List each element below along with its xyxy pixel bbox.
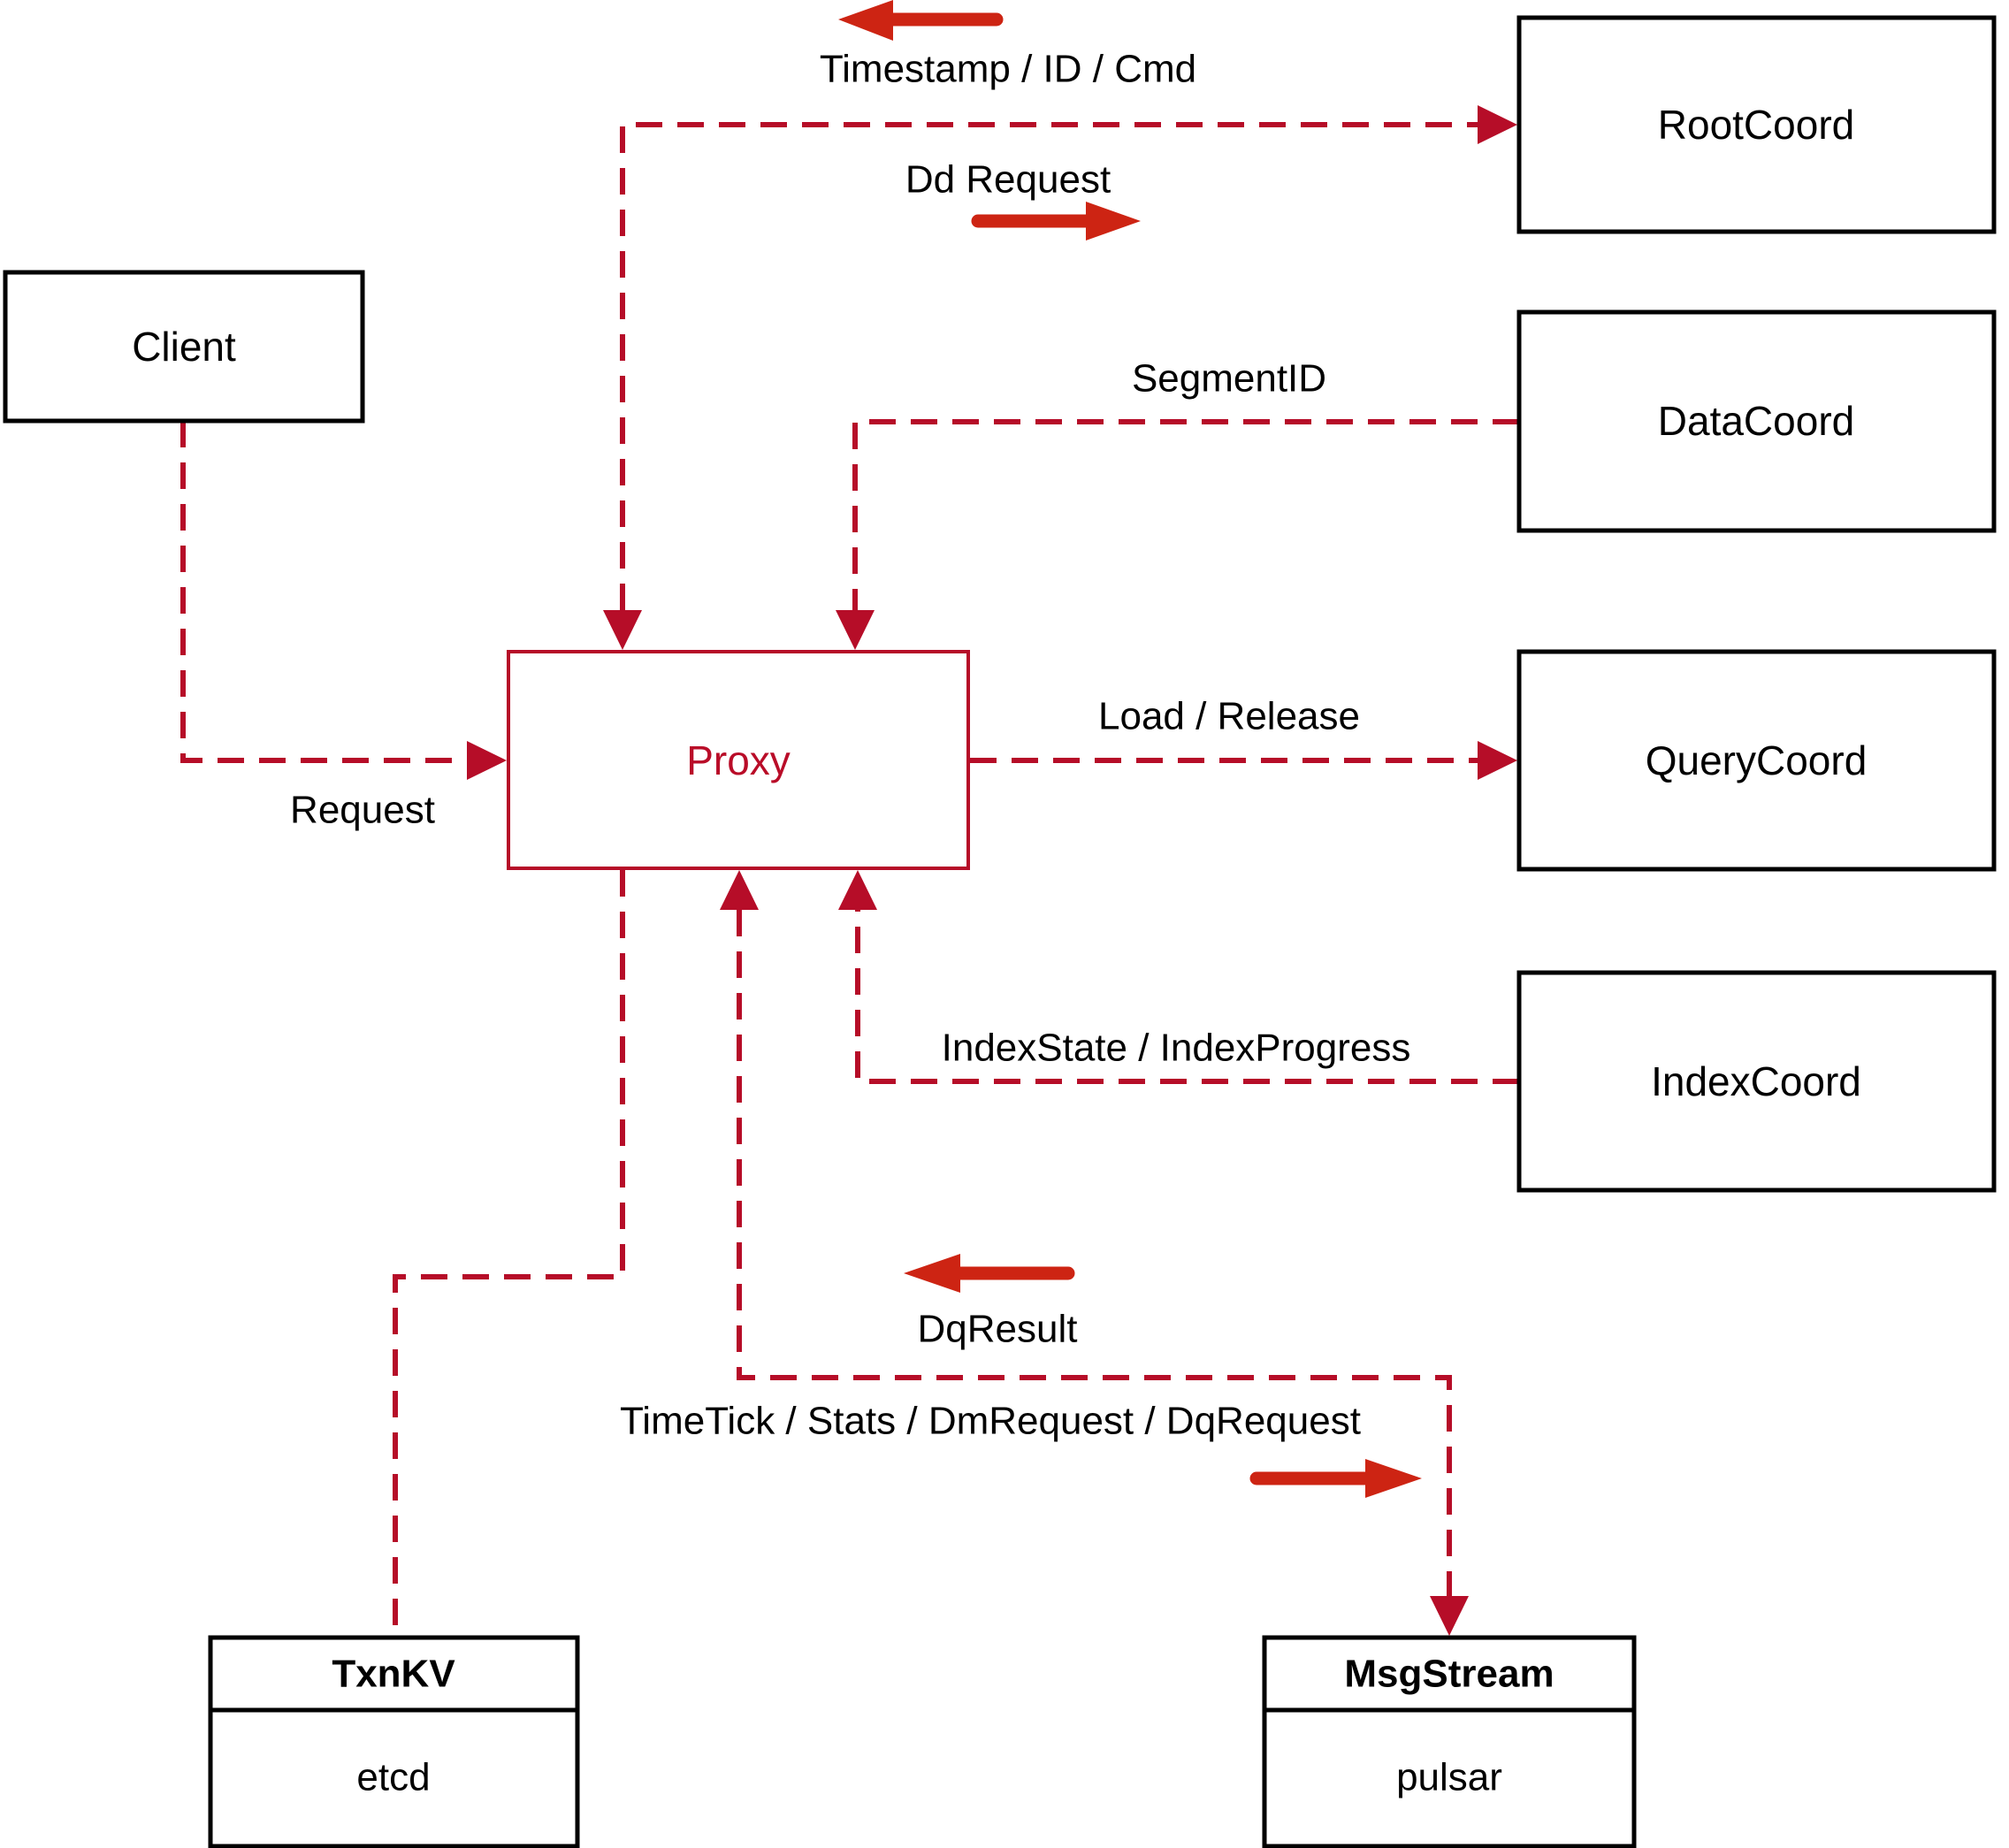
arrowhead-into-rootcoord [1478,105,1517,144]
edge-proxy-rootcoord [603,105,1517,650]
direction-arrow-timestamp-head [838,0,893,41]
edge-datacoord-proxy-line [852,419,1519,610]
direction-arrow-timestamp-left [838,0,1004,41]
edge-proxy-querycoord [970,741,1517,780]
node-rootcoord: RootCoord [1516,15,1997,234]
edge-client-proxy-line [180,421,467,763]
direction-arrow-dd-request-right [971,202,1141,241]
msgstream-box [1262,1635,1637,1848]
datacoord-box [1516,309,1997,533]
datacoord-label: DataCoord [1658,398,1854,444]
node-client: Client [3,270,365,424]
msgstream-impl: pulsar [1396,1756,1502,1799]
node-querycoord: QueryCoord [1516,649,1997,872]
msgstream-title: MsgStream [1344,1653,1554,1696]
indexcoord-box [1516,970,1997,1193]
rootcoord-label: RootCoord [1658,102,1854,148]
edge-label-timestamp-id-cmd: Timestamp / ID / Cmd [820,48,1196,91]
proxy-box [507,650,970,870]
node-msgstream: MsgStream pulsar [1262,1635,1637,1848]
querycoord-box [1516,649,1997,872]
direction-arrow-dq-result-head [904,1254,960,1293]
edge-proxy-txnkv [393,870,625,1636]
node-indexcoord: IndexCoord [1516,970,1997,1193]
edge-label-index-state-progress: IndexState / IndexProgress [942,1027,1411,1070]
edge-proxy-msgstream [720,870,1469,1636]
rootcoord-box [1516,15,1997,234]
client-box [3,270,365,424]
edge-datacoord-proxy [836,419,1519,650]
edge-client-proxy [180,421,507,780]
txnkv-impl: etcd [356,1756,430,1799]
indexcoord-label: IndexCoord [1651,1058,1861,1104]
direction-arrow-dd-request-head [1086,202,1141,241]
node-proxy: Proxy [507,650,970,870]
edge-proxy-rootcoord-line [620,122,1478,610]
arrowhead-into-msgstream [1430,1596,1469,1636]
edge-label-load-release: Load / Release [1098,695,1360,738]
proxy-label: Proxy [686,737,791,783]
edge-indexcoord-proxy [838,870,1519,1084]
direction-arrow-timetick-right [1249,1459,1422,1498]
edge-label-segment-id: SegmentID [1132,357,1326,401]
client-label: Client [132,324,236,370]
arrowhead-into-proxy-left [467,741,507,780]
querycoord-label: QueryCoord [1646,737,1868,783]
arrowhead-into-proxy-top-left [603,610,642,650]
edge-label-timetick-stats: TimeTick / Stats / DmRequest / DqRequest [620,1400,1361,1443]
arrowhead-into-proxy-bottom-right [838,870,877,910]
direction-arrow-dq-result-left [904,1254,1075,1293]
node-txnkv: TxnKV etcd [208,1635,580,1848]
edge-proxy-msgstream-line [737,910,1452,1596]
node-datacoord: DataCoord [1516,309,1997,533]
txnkv-box [208,1635,580,1848]
direction-arrow-timetick-head [1365,1459,1422,1498]
edge-label-request: Request [290,789,435,832]
arrowhead-into-proxy-bottom-left [720,870,759,910]
arrowhead-into-querycoord [1478,741,1517,780]
arrowhead-into-proxy-top-right [836,610,875,650]
edge-label-dq-result: DqResult [918,1308,1078,1351]
edge-indexcoord-proxy-line [855,910,1519,1084]
edge-label-dd-request: Dd Request [905,158,1111,202]
edge-proxy-txnkv-line [393,870,625,1636]
txnkv-title: TxnKV [332,1653,455,1696]
